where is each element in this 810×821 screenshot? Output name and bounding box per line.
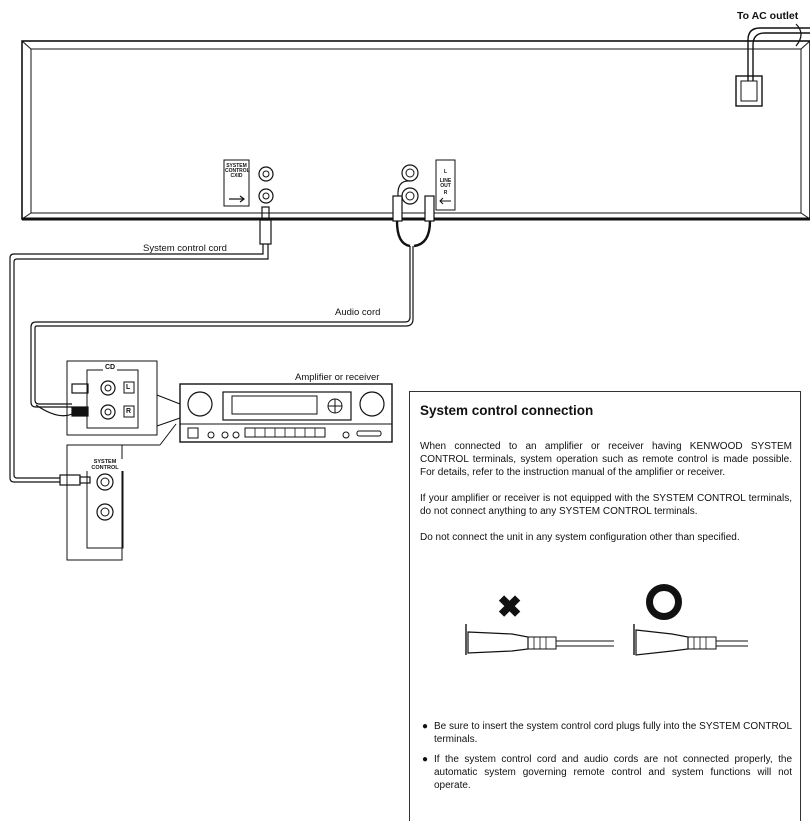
- tag-line-1: SYSTEM: [226, 163, 247, 169]
- note-bullet-2: ● If the system control cord and audio c…: [420, 753, 792, 792]
- callout-lines: [122, 394, 181, 446]
- amp-system-control-box: [66, 444, 124, 561]
- tag-line-3: CXID: [230, 173, 243, 179]
- audio-cord-label: Audio cord: [335, 307, 381, 318]
- note-bullet-1: ● Be sure to insert the system control c…: [420, 720, 792, 746]
- bullet-dot-icon: ●: [422, 721, 429, 732]
- bullet-dot-icon: ●: [422, 754, 429, 765]
- tag-line-2: CONTROL: [225, 168, 250, 174]
- audio-cord: [30, 180, 435, 417]
- bullet-text-2: If the system control cord and audio cor…: [434, 754, 792, 791]
- line-out-l: L: [443, 169, 448, 175]
- note-paragraph-2: If your amplifier or receiver is not equ…: [420, 493, 792, 517]
- ac-outlet-label: To AC outlet: [737, 10, 799, 22]
- amp-system-control-label: SYSTEM CONTROL: [85, 459, 125, 471]
- amp-cd-jack-box: [66, 360, 158, 436]
- note-box: [409, 391, 801, 821]
- wrong-mark-icon: ✖: [497, 591, 523, 624]
- note-paragraph-3: Do not connect the unit in any system co…: [420, 532, 740, 543]
- correct-plug-illustration: [633, 624, 748, 656]
- amp-r-label: R: [126, 408, 132, 415]
- system-control-cord: [9, 206, 272, 486]
- unit-system-control-jacks: [223, 159, 274, 207]
- note-title: System control connection: [420, 403, 594, 418]
- note-paragraph-1: When connected to an amplifier or receiv…: [420, 441, 792, 478]
- unit-rear-panel: [21, 40, 810, 221]
- system-control-cord-label: System control cord: [143, 243, 227, 254]
- line-out-out: OUT: [440, 183, 451, 189]
- line-out-line: LINE: [439, 178, 452, 184]
- amp-sc-line-2: CONTROL: [91, 465, 119, 471]
- bullet-text-1: Be sure to insert the system control cor…: [434, 721, 792, 745]
- amp-l-label: L: [126, 384, 131, 391]
- wrong-plug-illustration: [465, 624, 614, 655]
- correct-mark-icon: [646, 584, 682, 620]
- line-out-r: R: [443, 190, 448, 196]
- unit-line-out-tag: L LINE OUT R: [437, 170, 454, 196]
- amplifier-unit: [179, 383, 393, 443]
- ac-power-cord: [735, 23, 810, 107]
- unit-system-control-tag: SYSTEM CONTROL CXID: [225, 163, 250, 179]
- amp-cd-label: CD: [103, 364, 118, 371]
- amplifier-label: Amplifier or receiver: [295, 372, 380, 383]
- amp-sc-line-1: SYSTEM: [93, 459, 117, 465]
